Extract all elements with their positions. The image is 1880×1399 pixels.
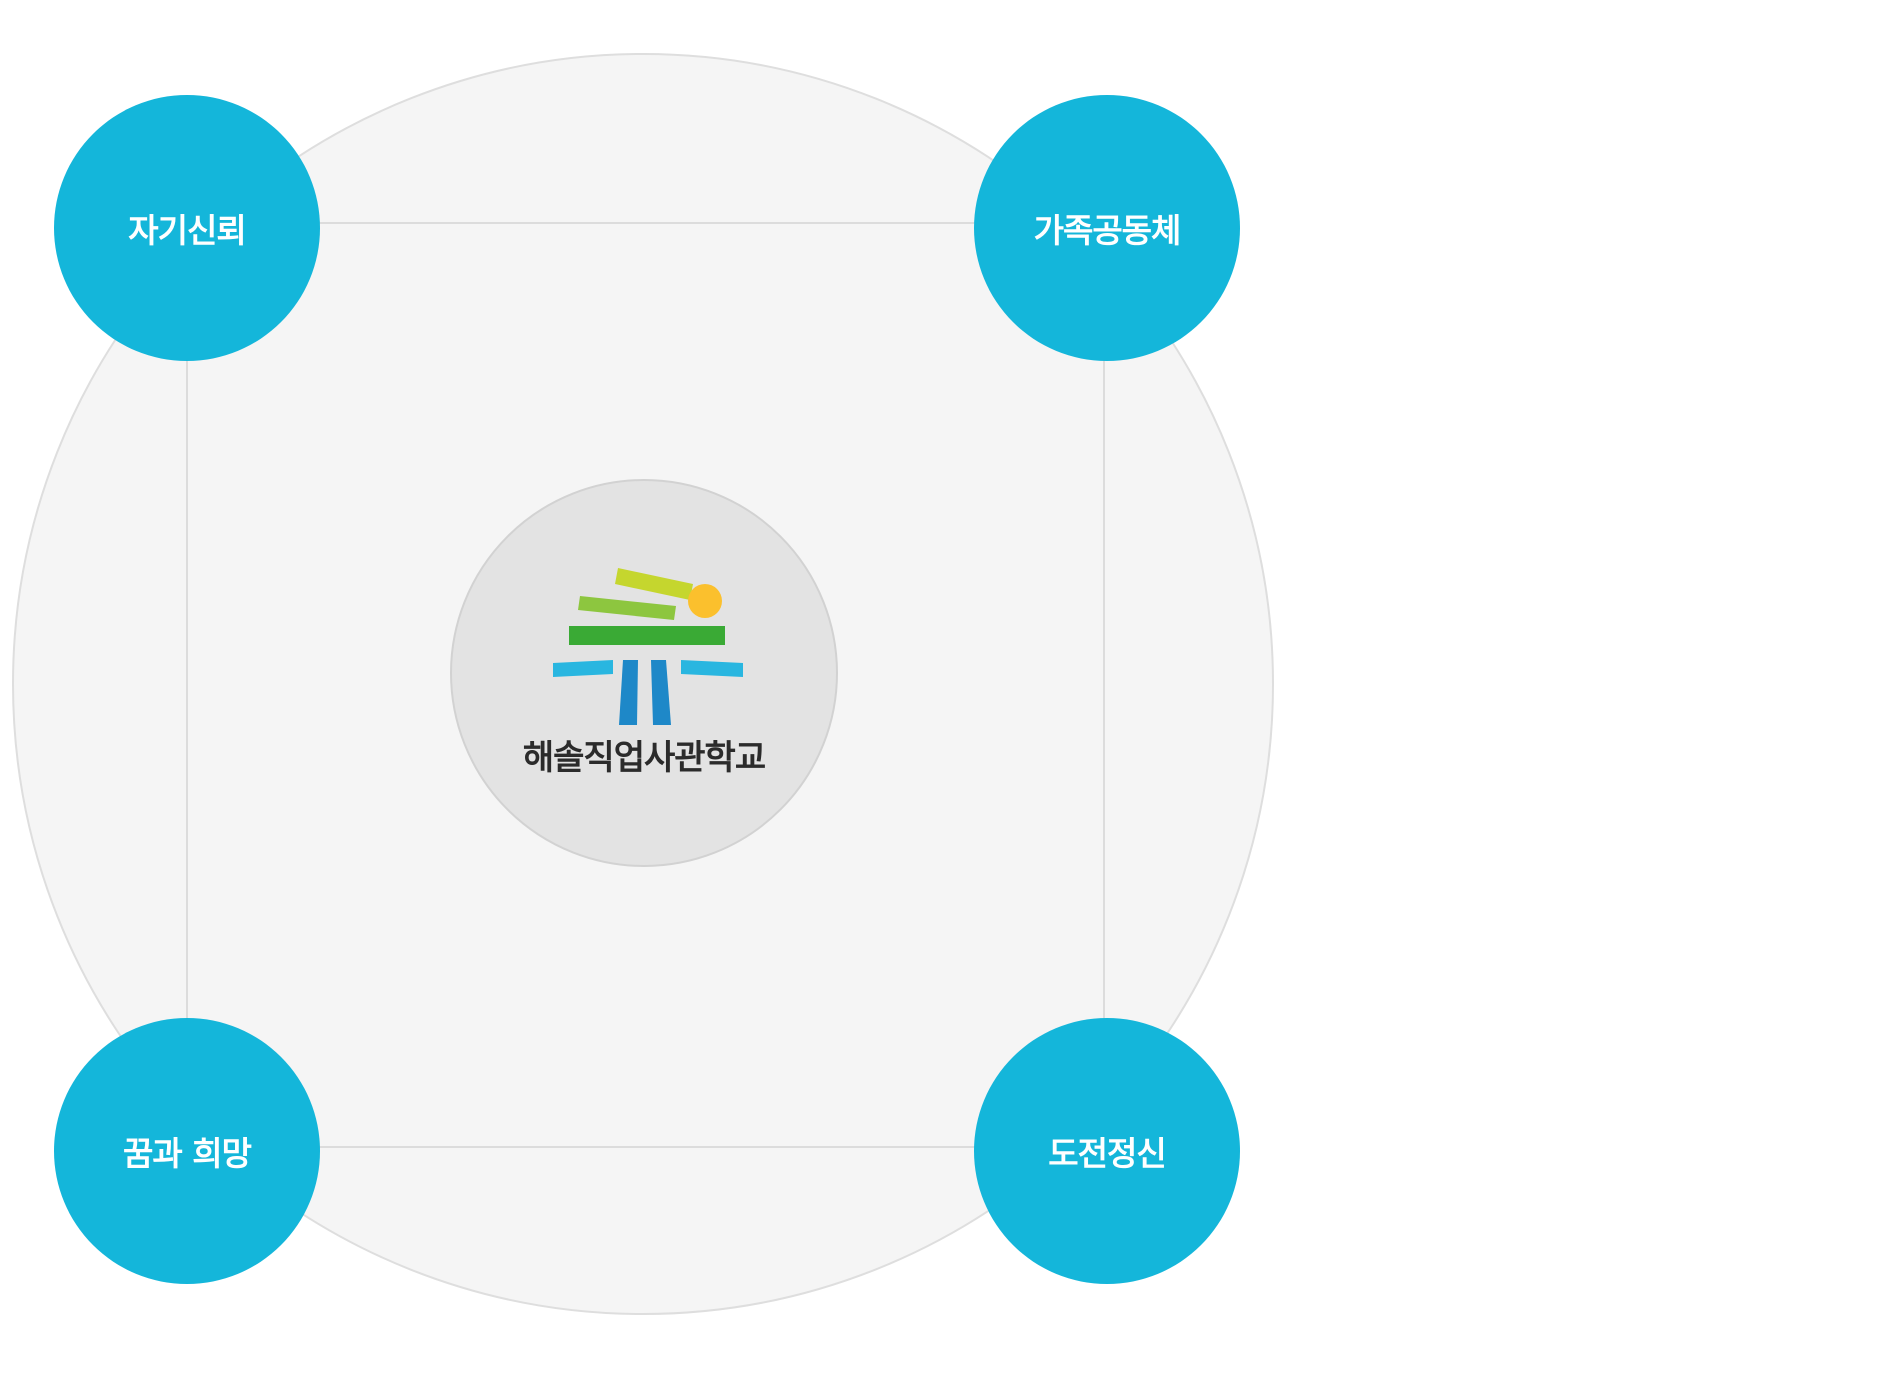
center-circle [450, 479, 838, 867]
school-name: 해솔직업사관학교 [522, 738, 766, 778]
node-label: 자기신뢰 [128, 211, 246, 250]
node-challenge-spirit: 도전정신 [974, 1018, 1240, 1284]
node-label: 도전정신 [1048, 1134, 1166, 1173]
school-emblem-icon [553, 568, 743, 725]
node-self-confidence: 자기신뢰 [54, 95, 320, 361]
node-label: 가족공동체 [1033, 211, 1182, 250]
node-label: 꿈과 희망 [123, 1134, 252, 1173]
connector-frame [186, 222, 1105, 1148]
node-family-community: 가족공동체 [974, 95, 1240, 361]
node-dreams-and-hope: 꿈과 희망 [54, 1018, 320, 1284]
